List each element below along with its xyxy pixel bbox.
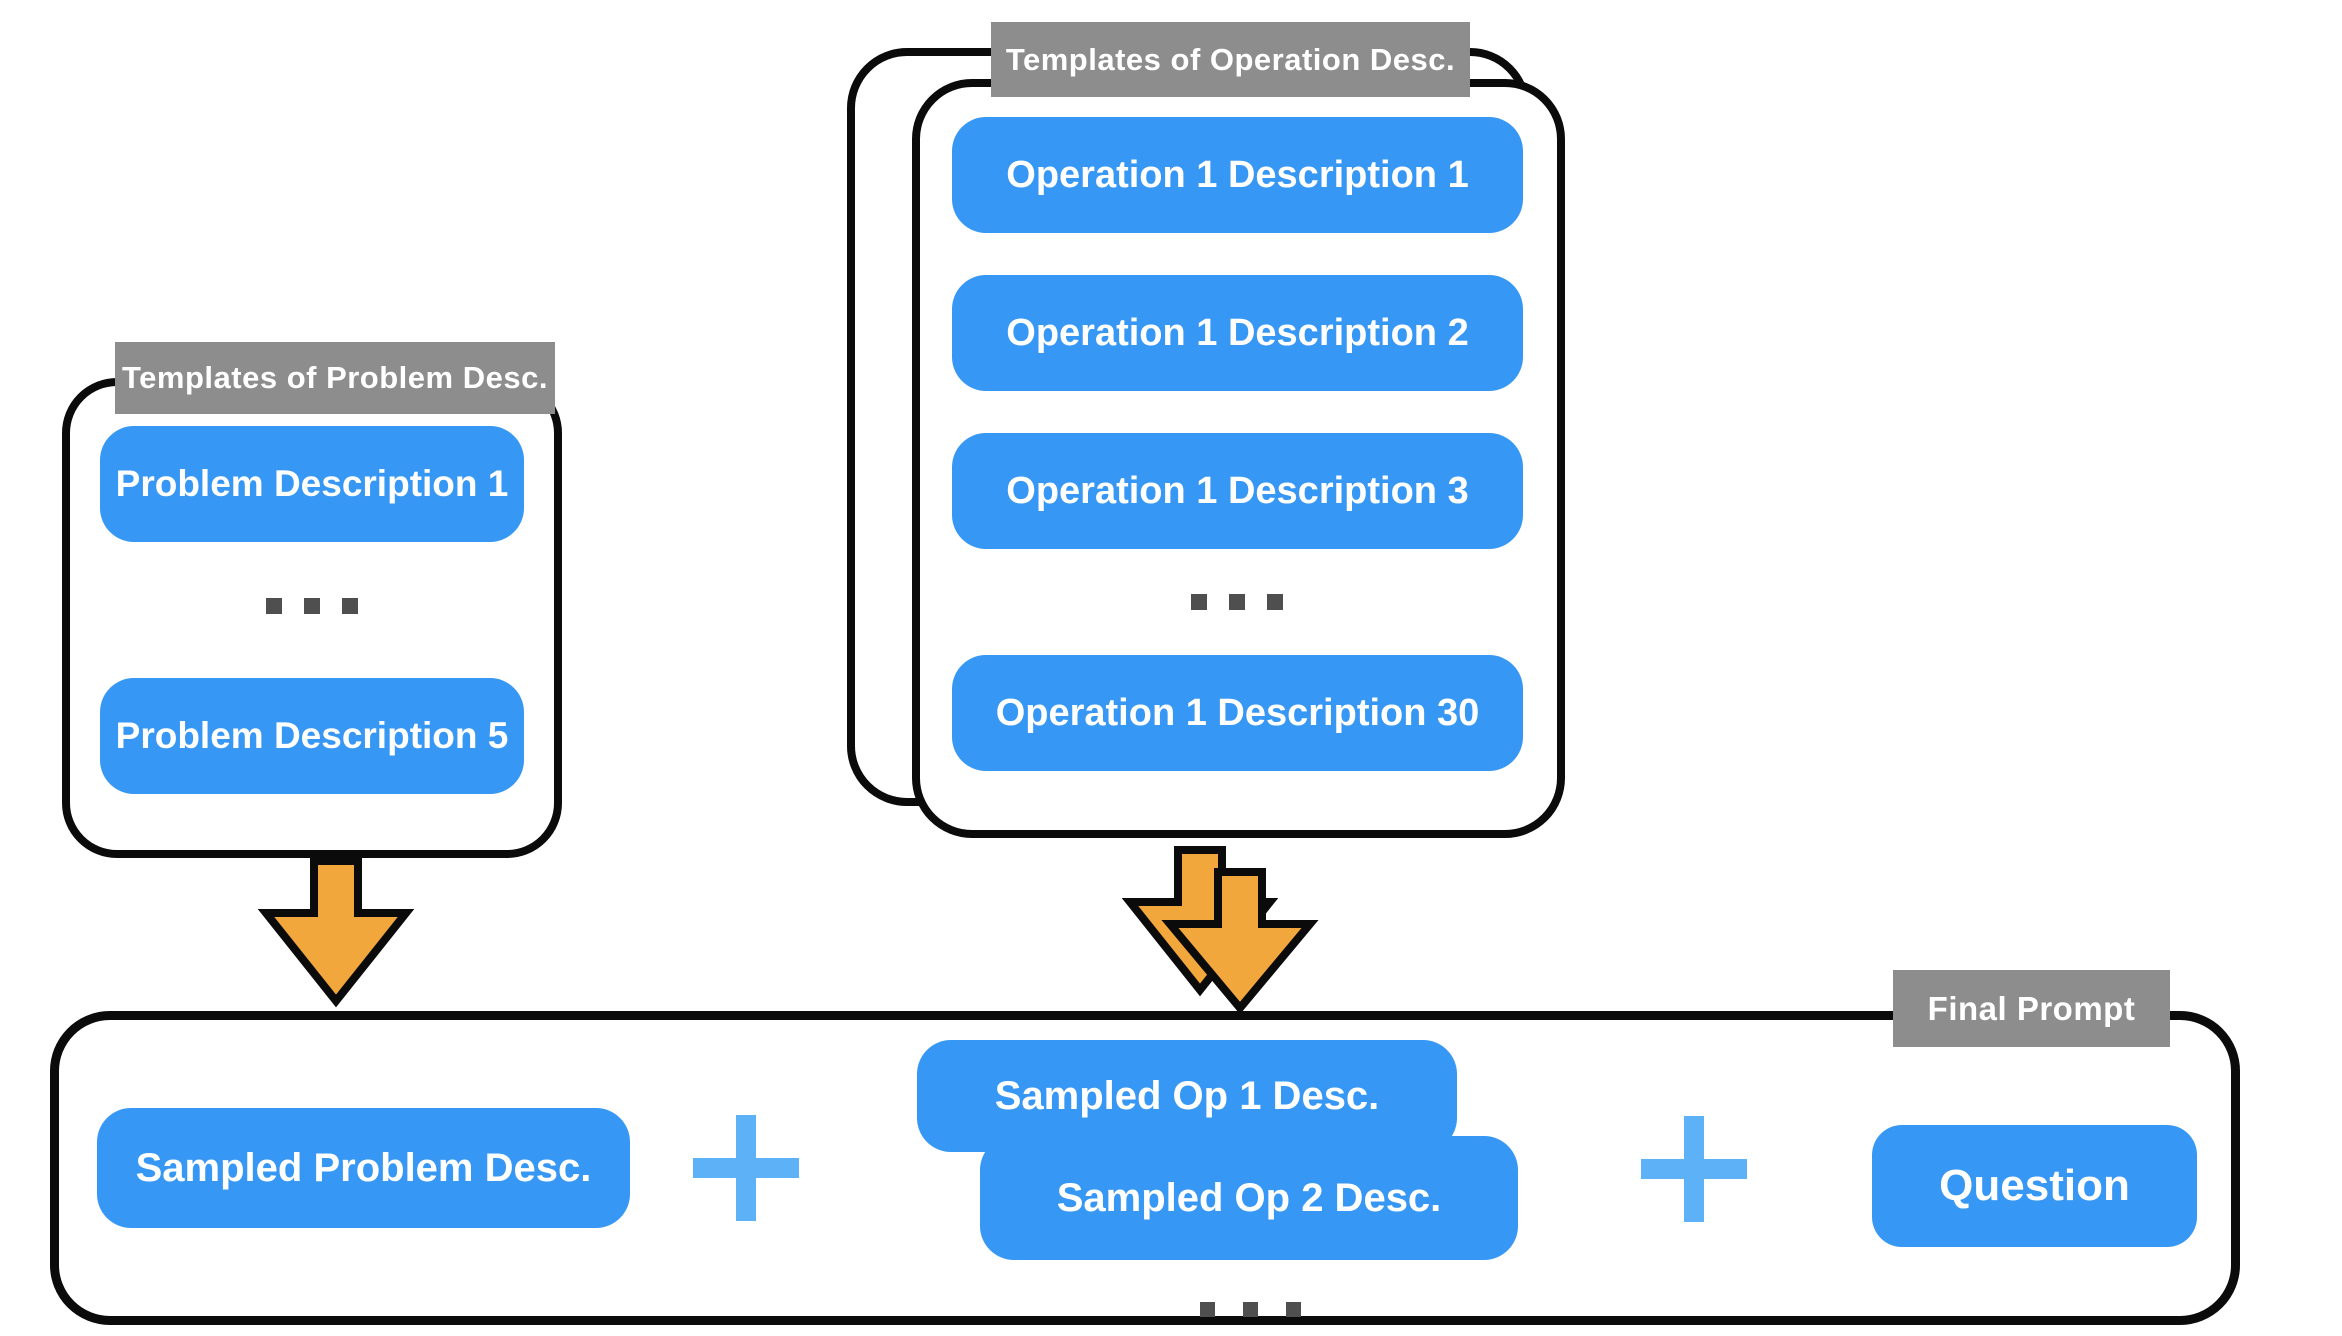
operation-1-description-1-box: Operation 1 Description 1	[952, 117, 1523, 233]
operation-1-description-3-box: Operation 1 Description 3	[952, 433, 1523, 549]
sampled-op-1-desc-box: Sampled Op 1 Desc.	[917, 1040, 1457, 1152]
problem-description-1-box: Problem Description 1	[100, 426, 524, 542]
plus-icon	[1641, 1116, 1747, 1222]
operation-1-description-2-box: Operation 1 Description 2	[952, 275, 1523, 391]
sampled-problem-desc-box: Sampled Problem Desc.	[97, 1108, 630, 1228]
ellipsis-icon	[1200, 1302, 1301, 1317]
question-box: Question	[1872, 1125, 2197, 1247]
ellipsis-icon	[1191, 594, 1283, 610]
plus-icon	[693, 1115, 799, 1221]
final-prompt-label: Final Prompt	[1893, 970, 2170, 1047]
operation-1-description-30-box: Operation 1 Description 30	[952, 655, 1523, 771]
double-down-arrow-icon	[1120, 842, 1320, 1014]
problem-templates-label: Templates of Problem Desc.	[115, 342, 555, 414]
ellipsis-icon	[266, 598, 358, 614]
problem-description-5-box: Problem Description 5	[100, 678, 524, 794]
operation-templates-label: Templates of Operation Desc.	[991, 22, 1470, 97]
sampled-op-2-desc-box: Sampled Op 2 Desc.	[980, 1136, 1518, 1260]
down-arrow-icon	[256, 849, 416, 1009]
